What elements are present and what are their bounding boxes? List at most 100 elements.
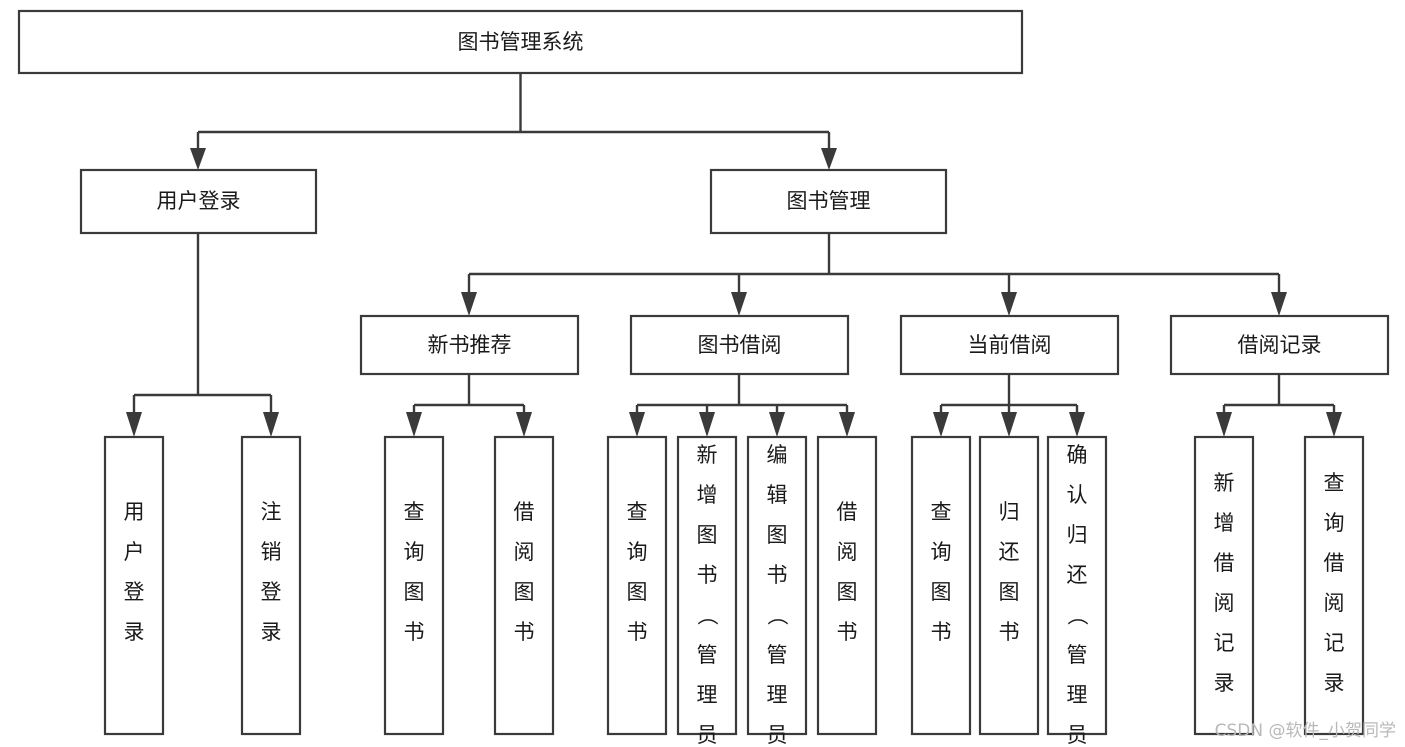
leaf-label-char: 认 [1067,483,1088,507]
node-user-login[interactable]: 用户登录 [79,168,318,235]
leaf-label-char: 新 [1214,471,1235,495]
node-root[interactable]: 图书管理系统 [17,9,1024,75]
leaf-label-char: 阅 [514,540,535,564]
arrow-head-user-login [190,148,206,170]
leaf-query-record-box[interactable] [1303,435,1365,736]
node-book-borrow[interactable]: 图书借阅 [629,314,850,376]
arrow-head-leaf-borrow-book-2 [839,412,855,437]
node-current-borrow-box[interactable] [899,314,1120,376]
node-new-book-recommend-box[interactable] [359,314,580,376]
node-book-borrow-box[interactable] [629,314,850,376]
leaf-label-char: 管 [767,643,788,667]
node-borrow-record[interactable]: 借阅记录 [1169,314,1390,376]
node-root-label: 图书管理系统 [458,30,584,54]
leaf-query-book-1-box[interactable] [383,435,445,736]
arrow-head-leaf-borrow-book-1 [516,412,532,437]
leaf-label-char: 户 [124,540,145,564]
leaf-label-char: 询 [931,540,952,564]
leaf-label-char: 查 [627,500,648,524]
leaf-user-logout-box[interactable] [240,435,302,736]
leaf-query-book-3-box[interactable] [910,435,972,736]
leaf-label-char: 新 [697,443,718,467]
leaf-label-char: 归 [1067,523,1088,547]
leaf-borrow-book-1-box[interactable] [493,435,555,736]
leaf-borrow-book-2-box[interactable] [816,435,878,736]
node-borrow-record-label: 借阅记录 [1238,333,1322,357]
arrow-head-borrow-record [1271,292,1287,316]
arrow-head-book-manage [821,148,837,170]
leaf-confirm-return-box[interactable] [1046,435,1108,736]
leaf-label-char: 书 [404,620,425,644]
node-borrow-record-box[interactable] [1169,314,1390,376]
leaf-label-char: 借 [514,500,535,524]
node-root-box[interactable] [17,9,1024,75]
connector-layer [126,73,1342,437]
leaf-label-char: 书 [999,620,1020,644]
leaf-label-char: 阅 [1324,591,1345,615]
node-book-manage-label: 图书管理 [787,189,871,213]
leaf-user-login[interactable]: 用户登录 [103,435,165,736]
arrow-head-current-borrow [1001,292,1017,316]
leaf-label-char: 销 [261,540,282,564]
leaf-edit-book-box[interactable] [746,435,808,736]
node-book-manage-box[interactable] [709,168,948,235]
leaf-return-book-box[interactable] [978,435,1040,736]
leaf-label-char: （ [1065,605,1089,626]
leaf-label-char: 图 [837,580,858,604]
leaf-user-login-box[interactable] [103,435,165,736]
leaf-label-char: 还 [1067,563,1088,587]
leaf-label-char: 理 [1067,683,1088,707]
leaf-label-char: 查 [931,500,952,524]
arrow-head-leaf-add-record [1216,412,1232,437]
arrow-head-leaf-edit-book [769,412,785,437]
leaf-label-char: 理 [767,683,788,707]
node-user-login-box[interactable] [79,168,318,235]
leaf-label-char: 员 [1067,723,1088,747]
leaf-label-char: 询 [1324,511,1345,535]
node-current-borrow[interactable]: 当前借阅 [899,314,1120,376]
node-new-book-recommend[interactable]: 新书推荐 [359,314,580,376]
leaf-add-record-box[interactable] [1193,435,1255,736]
leaf-label-char: 阅 [837,540,858,564]
leaf-user-login-label: 用户登录 [124,500,145,644]
leaf-add-book-box[interactable] [676,435,738,736]
leaf-label-char: 管 [1067,643,1088,667]
node-user-login-label: 用户登录 [157,189,241,213]
leaf-label-char: （ [695,605,719,626]
arrow-head-leaf-query-book-1 [406,412,422,437]
leaf-label-char: 录 [1324,671,1345,695]
leaf-label-char: 归 [999,500,1020,524]
node-book-manage[interactable]: 图书管理 [709,168,948,235]
arrow-head-leaf-add-book [699,412,715,437]
leaf-label-char: 图 [931,580,952,604]
leaf-label-char: 员 [697,723,718,747]
leaf-label-char: 询 [404,540,425,564]
arrow-head-leaf-confirm-return [1069,412,1085,437]
leaf-label-char: 书 [697,563,718,587]
leaf-label-char: 登 [124,580,145,604]
leaf-query-book-2-box[interactable] [606,435,668,736]
arrow-head-book-borrow [731,292,747,316]
leaf-label-char: 确 [1067,443,1088,467]
